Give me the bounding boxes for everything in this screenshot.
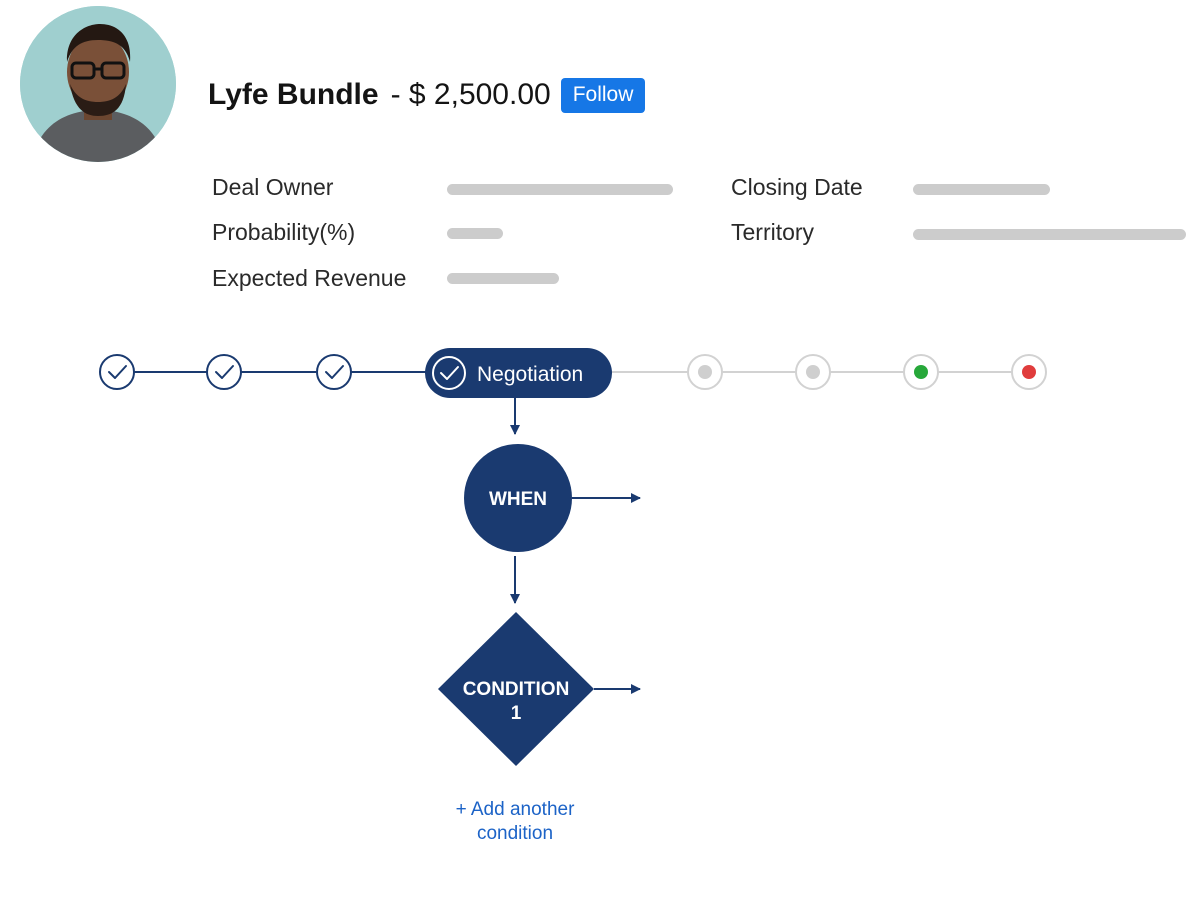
territory-label: Territory: [731, 219, 815, 245]
deal-amount: - $ 2,500.00: [390, 78, 551, 111]
expected-revenue-label: Expected Revenue: [212, 265, 407, 291]
pipeline-stage-closed-won[interactable]: [903, 354, 939, 390]
territory-value: [913, 229, 1186, 240]
check-icon: [325, 365, 344, 379]
pipeline-stage-current[interactable]: Negotiation: [425, 348, 612, 398]
deal-header: Lyfe Bundle - $ 2,500.00 Follow: [208, 74, 646, 116]
closing-date-value: [913, 184, 1050, 195]
pipeline-stage-completed[interactable]: [206, 354, 242, 390]
expected-revenue-value: [447, 273, 559, 284]
pipeline-stage-completed[interactable]: [99, 354, 135, 390]
deal-owner-label: Deal Owner: [212, 174, 334, 200]
deal-name: Lyfe Bundle: [208, 78, 379, 111]
condition-label-line1: CONDITION: [463, 679, 570, 700]
check-icon: [440, 366, 459, 380]
closing-date-label: Closing Date: [731, 174, 863, 200]
probability-value: [447, 228, 503, 239]
when-node[interactable]: WHEN: [464, 444, 572, 552]
check-icon: [108, 365, 127, 379]
check-icon: [215, 365, 234, 379]
add-condition-line1: + Add another: [455, 799, 575, 820]
pipeline-stage-pending[interactable]: [795, 354, 831, 390]
follow-button[interactable]: Follow: [560, 77, 646, 113]
person-photo: [20, 6, 176, 162]
condition-node[interactable]: CONDITION 1: [438, 612, 594, 766]
add-condition-link[interactable]: + Add another condition: [430, 798, 600, 846]
deal-owner-value: [447, 184, 673, 195]
pipeline-stage-closed-lost[interactable]: [1011, 354, 1047, 390]
current-stage-label: Negotiation: [477, 363, 583, 386]
probability-label: Probability(%): [212, 219, 356, 245]
pipeline-stage-completed[interactable]: [316, 354, 352, 390]
avatar: [20, 6, 176, 162]
add-condition-line2: condition: [476, 823, 554, 844]
when-label: WHEN: [489, 489, 547, 510]
condition-label-line2: 1: [511, 703, 522, 724]
pipeline-stage-pending[interactable]: [687, 354, 723, 390]
